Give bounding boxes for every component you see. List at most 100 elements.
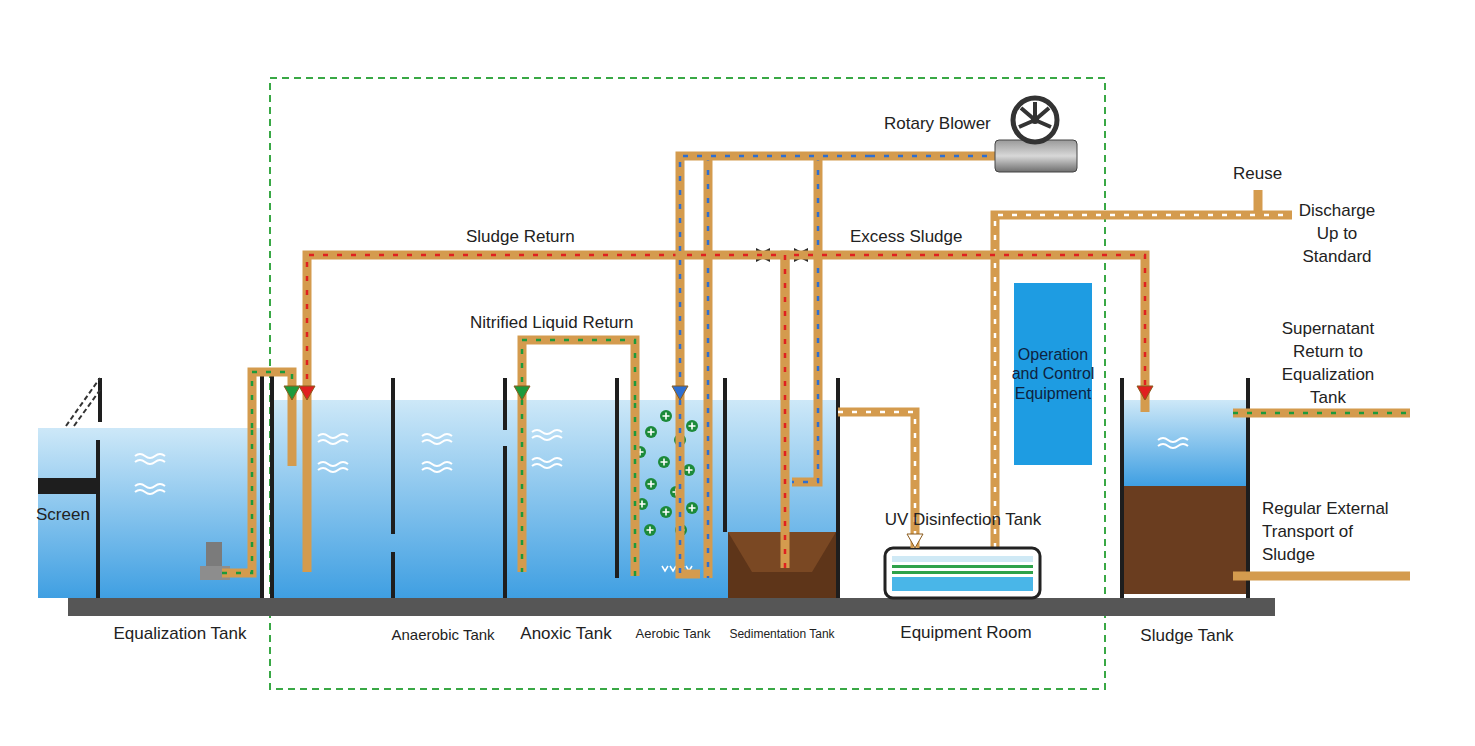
- water-wave: [532, 436, 562, 440]
- flow-dots: [870, 155, 1000, 158]
- aeration-bubble: [658, 456, 670, 468]
- node-label: Operation and Control Equipment: [1006, 345, 1100, 403]
- boundary-dashed-box: [270, 78, 1105, 689]
- water-wave: [422, 440, 452, 444]
- tank-wall: [1120, 378, 1124, 598]
- node-label: Anaerobic Tank: [378, 626, 508, 644]
- aeration-bubble: [686, 467, 693, 474]
- outlet-label: Reuse: [1233, 163, 1293, 186]
- node-label: Equalization Tank: [90, 624, 270, 644]
- static-pipe: [1254, 190, 1263, 215]
- screen-mesh: [66, 378, 100, 426]
- water-wave: [135, 490, 165, 494]
- aeration-bubble: [645, 426, 657, 438]
- tank-node: Equalization Tank: [97, 428, 262, 598]
- blower-node: Rotary Blower: [870, 92, 1082, 178]
- blower-icon: [995, 98, 1077, 172]
- water-wave: [422, 462, 452, 466]
- aeration-bubble: [689, 505, 696, 512]
- tank-wall: [98, 378, 102, 422]
- aeration-bubble: [663, 509, 670, 516]
- tank-wall: [503, 446, 507, 598]
- static-pipe: [680, 400, 700, 574]
- flow-dots: [252, 372, 292, 428]
- tank-wall: [96, 440, 100, 598]
- part-label: Screen: [36, 504, 106, 527]
- flow-dots: [1233, 412, 1410, 415]
- pipe-label: Sludge Return: [466, 226, 606, 249]
- sludge-body: [728, 486, 1246, 598]
- tank-wall: [391, 552, 395, 598]
- pipe-connector: [252, 372, 292, 428]
- uv-unit: [885, 548, 1040, 598]
- uv-unit: [885, 548, 1040, 598]
- aeration-bubble: [648, 481, 655, 488]
- pipe-label: Excess Sludge: [850, 226, 990, 249]
- outlet-label: Supernatant Return to Equalization Tank: [1266, 318, 1390, 410]
- room-region: Equipment RoomUV Disinfection TankOperat…: [846, 270, 1108, 598]
- flow-dots: [784, 400, 787, 568]
- flow-dots: [307, 255, 785, 400]
- static-pipe: [222, 156, 1410, 578]
- static-pipe: [1233, 409, 1410, 418]
- node-label: Sedimentation Tank: [724, 627, 840, 641]
- aeration-bubble: [661, 459, 668, 466]
- pipe: [522, 340, 635, 400]
- blower-icon: [1019, 102, 1051, 127]
- aeration-bubble: [683, 464, 695, 476]
- static-pipe: [704, 156, 713, 578]
- water-wave: [532, 458, 562, 462]
- sludge-body: [1124, 486, 1246, 594]
- tank-wall: [503, 378, 507, 430]
- aeration-bubble: [648, 429, 655, 436]
- water-wave: [1158, 438, 1188, 442]
- aeration-bubble: [634, 410, 698, 536]
- screen-mesh: [74, 390, 100, 426]
- static-pipe: [781, 400, 790, 568]
- node-label: Anoxic Tank: [506, 624, 626, 644]
- pipe-label: Nitrified Liquid Return: [470, 312, 660, 335]
- screen-mesh: [66, 378, 100, 426]
- aeration-bubble: [660, 410, 672, 422]
- tank-wall: [391, 378, 395, 534]
- flow-dots: [521, 400, 524, 572]
- boundary-dashed-box: [270, 78, 1105, 689]
- water-wave: [1158, 444, 1188, 448]
- blower-icon: [1013, 98, 1057, 142]
- outlet-label: Regular External Transport of Sludge: [1262, 498, 1404, 567]
- aeration-bubble: [686, 420, 698, 432]
- water-wave: [422, 434, 452, 438]
- water-wave: [532, 430, 562, 434]
- control-box: Operation and Control Equipment: [1014, 283, 1092, 465]
- pipe: [307, 255, 785, 400]
- tank-node: Anoxic Tank: [507, 400, 615, 598]
- water-wave: [318, 434, 348, 438]
- tank-node: Sedimentation Tank: [727, 400, 838, 598]
- tank-wall: [615, 378, 619, 578]
- aeration-bubble: [647, 527, 654, 534]
- water-wave: [135, 460, 165, 464]
- uv-tank-node: UV Disinfection Tank: [885, 548, 1040, 598]
- outlet-label: Discharge Up to Standard: [1290, 200, 1384, 269]
- static-pipe: [303, 400, 312, 572]
- pipe-connector: [680, 156, 870, 400]
- node-label: Rotary Blower: [884, 114, 1004, 134]
- uv-unit: [892, 571, 1033, 574]
- flow-dots: [634, 400, 637, 576]
- aeration-bubble: [639, 501, 646, 508]
- flow-dots: [792, 156, 818, 482]
- tank-node: Anaerobic Tank: [274, 400, 505, 598]
- blower-icon: [995, 140, 1077, 172]
- ground-slab: [68, 598, 1275, 616]
- pipe: [680, 156, 870, 400]
- flow-dots: [522, 340, 635, 400]
- flow-dots: [222, 156, 1410, 578]
- pipe-connector: [522, 340, 635, 400]
- ground-slab: [68, 598, 1275, 616]
- static-pipe: [870, 152, 1000, 161]
- aeration-bubble: [686, 502, 698, 514]
- pipe-connector: [307, 255, 785, 400]
- aeration-bubble: [689, 423, 696, 430]
- uv-unit: [892, 556, 1033, 562]
